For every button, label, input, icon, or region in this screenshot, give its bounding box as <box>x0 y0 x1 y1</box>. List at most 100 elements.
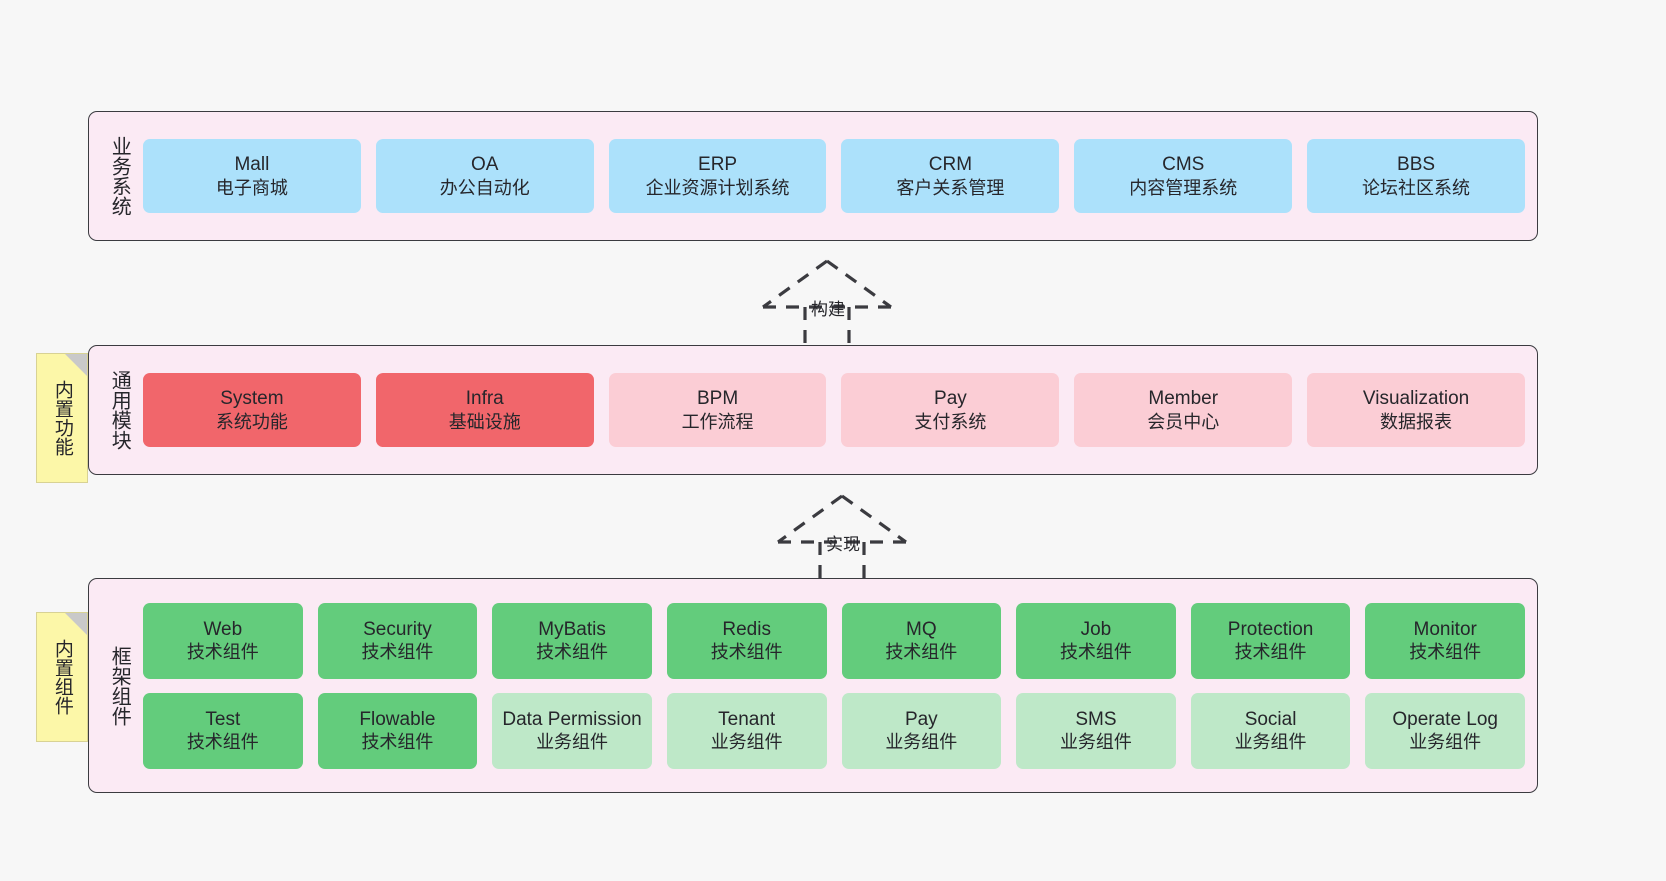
cell-subtitle: 基础设施 <box>448 411 521 432</box>
cell-title: Web <box>203 618 243 640</box>
cell-subtitle: 技术组件 <box>536 642 609 663</box>
cell-title: BPM <box>696 388 739 410</box>
cell-subtitle: 办公自动化 <box>439 177 530 198</box>
cell-subtitle: 数据报表 <box>1380 411 1453 432</box>
layer-label-modules: 通用模块 <box>108 370 131 450</box>
cell-subtitle: 技术组件 <box>1409 642 1482 663</box>
cell-title: MQ <box>906 618 937 640</box>
note-builtin-function: 内置功能 <box>36 353 88 483</box>
cell-subtitle: 支付系统 <box>914 411 987 432</box>
cell-title: SMS <box>1075 708 1117 730</box>
cell-title: Flowable <box>359 708 436 730</box>
cell-title: OA <box>471 154 499 176</box>
cell-title: System <box>220 388 284 410</box>
cell-subtitle: 技术组件 <box>186 732 259 753</box>
cell-title: Tenant <box>718 708 776 730</box>
cell-title: CRM <box>928 154 973 176</box>
note-builtin-component: 内置组件 <box>36 612 88 742</box>
cell-subtitle: 技术组件 <box>361 732 434 753</box>
cell-subtitle: 业务组件 <box>710 732 783 753</box>
cell-subtitle: 业务组件 <box>1234 732 1307 753</box>
cell-subtitle: 技术组件 <box>710 642 783 663</box>
layer-label-business: 业务系统 <box>108 136 131 216</box>
cell-subtitle: 技术组件 <box>885 642 958 663</box>
cell-subtitle: 论坛社区系统 <box>1362 177 1471 198</box>
cell-title: ERP <box>698 154 738 176</box>
cell-title: Member <box>1148 388 1219 410</box>
cell-title: Mall <box>234 154 270 176</box>
cell-title: Job <box>1080 618 1112 640</box>
cell-subtitle: 系统功能 <box>215 411 288 432</box>
cell-subtitle: 客户关系管理 <box>896 177 1005 198</box>
cell-subtitle: 业务组件 <box>1409 732 1482 753</box>
cell-title: Monitor <box>1413 618 1477 640</box>
cell-title: BBS <box>1397 154 1436 176</box>
cell-title: Redis <box>722 618 771 640</box>
cell-title: Infra <box>465 388 504 410</box>
cell-subtitle: 技术组件 <box>361 642 434 663</box>
connector-implement: 实现 <box>742 490 942 586</box>
cell-subtitle: 业务组件 <box>885 732 958 753</box>
cell-title: Pay <box>904 708 938 730</box>
cell-subtitle: 电子商城 <box>215 177 288 198</box>
cell-title: Data Permission <box>502 708 642 730</box>
cell-subtitle: 企业资源计划系统 <box>645 177 790 198</box>
connector-implement-arrow <box>777 494 907 586</box>
cell-subtitle: 技术组件 <box>1234 642 1307 663</box>
cell-subtitle: 工作流程 <box>681 411 754 432</box>
cell-subtitle: 业务组件 <box>536 732 609 753</box>
cell-title: Test <box>205 708 241 730</box>
cell-title: CMS <box>1162 154 1205 176</box>
cell-title: Protection <box>1227 618 1314 640</box>
cell-subtitle: 内容管理系统 <box>1129 177 1238 198</box>
cell-title: Security <box>363 618 432 640</box>
connector-build: 构建 <box>727 255 927 351</box>
cell-subtitle: 技术组件 <box>1059 642 1132 663</box>
connector-implement-label: 实现 <box>826 535 860 554</box>
connector-build-label: 构建 <box>811 300 845 319</box>
cell-title: Social <box>1244 708 1297 730</box>
cell-title: Visualization <box>1362 388 1470 410</box>
layer-label-framework: 框架组件 <box>108 645 131 726</box>
cell-title: MyBatis <box>538 618 606 640</box>
cell-subtitle: 技术组件 <box>186 642 259 663</box>
